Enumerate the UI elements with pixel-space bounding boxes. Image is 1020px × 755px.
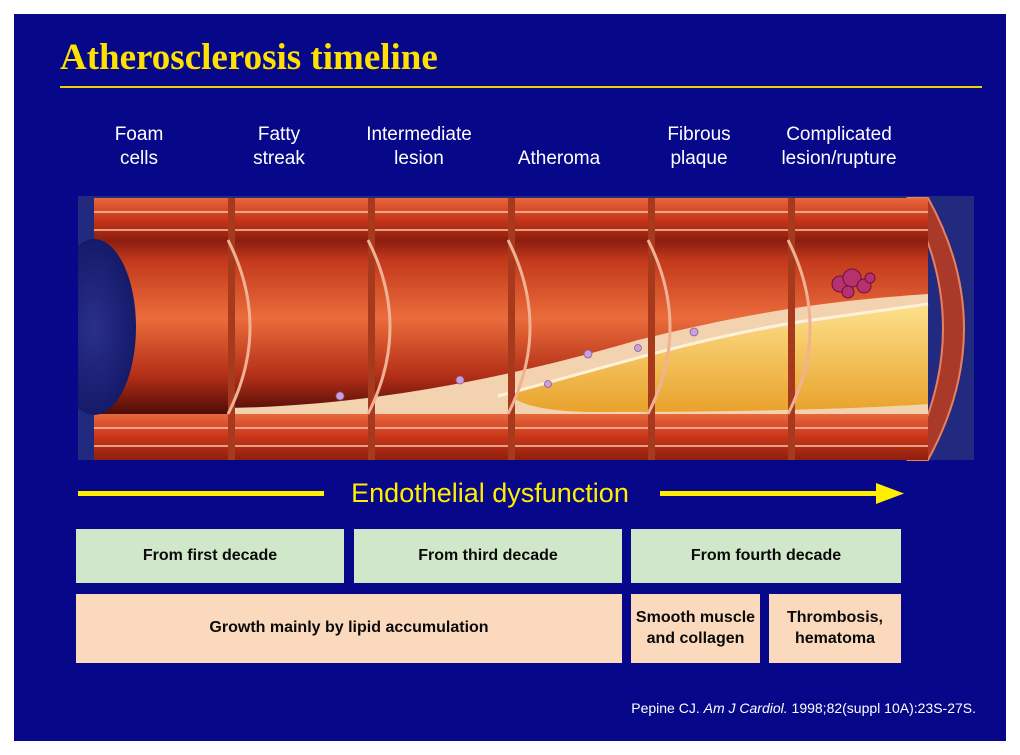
stage-label-intermediate-lesion: Intermediate lesion [349, 120, 489, 172]
stage-label-complicated-lesion: Complicated lesion/rupture [769, 120, 909, 172]
arrow-label: Endothelial dysfunction [334, 477, 646, 509]
stage-label-line: Atheroma [518, 147, 600, 172]
citation-author: Pepine CJ. [631, 700, 699, 716]
stage-label-line: Complicated [781, 123, 896, 148]
box-text: From fourth decade [691, 546, 841, 567]
box-text: From first decade [143, 546, 277, 567]
stage-label-atheroma: Atheroma [489, 120, 629, 172]
growth-box-thrombosis: Thrombosis, hematoma [769, 594, 901, 663]
stage-label-line: Intermediate [366, 123, 472, 148]
stage-label-line: plaque [667, 147, 730, 172]
box-text: From third decade [418, 546, 558, 567]
stage-label-line: cells [115, 147, 164, 172]
box-text: and collagen [636, 629, 755, 650]
stage-label-line: streak [253, 147, 305, 172]
stage-label-fatty-streak: Fatty streak [209, 120, 349, 172]
stage-label-line: Fibrous [667, 123, 730, 148]
slide-title: Atherosclerosis timeline [60, 38, 438, 79]
onset-box-fourth-decade: From fourth decade [631, 529, 901, 583]
stage-label-line: lesion [366, 147, 472, 172]
box-text: Growth mainly by lipid accumulation [209, 618, 488, 639]
onset-box-third-decade: From third decade [354, 529, 622, 583]
stage-label-foam-cells: Foam cells [69, 120, 209, 172]
title-underline [60, 86, 982, 88]
citation-journal: Am J Cardiol. [704, 700, 788, 716]
onset-box-first-decade: From first decade [76, 529, 344, 583]
stage-label-line: Fatty [253, 123, 305, 148]
growth-box-lipid-accumulation: Growth mainly by lipid accumulation [76, 594, 622, 663]
box-text: Thrombosis, [787, 608, 883, 629]
box-text: hematoma [787, 629, 883, 650]
stage-label-fibrous-plaque: Fibrous plaque [629, 120, 769, 172]
growth-box-smooth-muscle: Smooth muscle and collagen [631, 594, 760, 663]
stage-label-line: Foam [115, 123, 164, 148]
citation: Pepine CJ. Am J Cardiol. 1998;82(suppl 1… [631, 700, 976, 716]
box-text: Smooth muscle [636, 608, 755, 629]
citation-details: 1998;82(suppl 10A):23S-27S. [792, 700, 976, 716]
endothelial-dysfunction-arrow: Endothelial dysfunction [78, 469, 908, 519]
artery-illustration [78, 182, 978, 474]
stage-label-line: lesion/rupture [781, 147, 896, 172]
slide: Atherosclerosis timeline Foam cells Fatt… [14, 14, 1006, 741]
